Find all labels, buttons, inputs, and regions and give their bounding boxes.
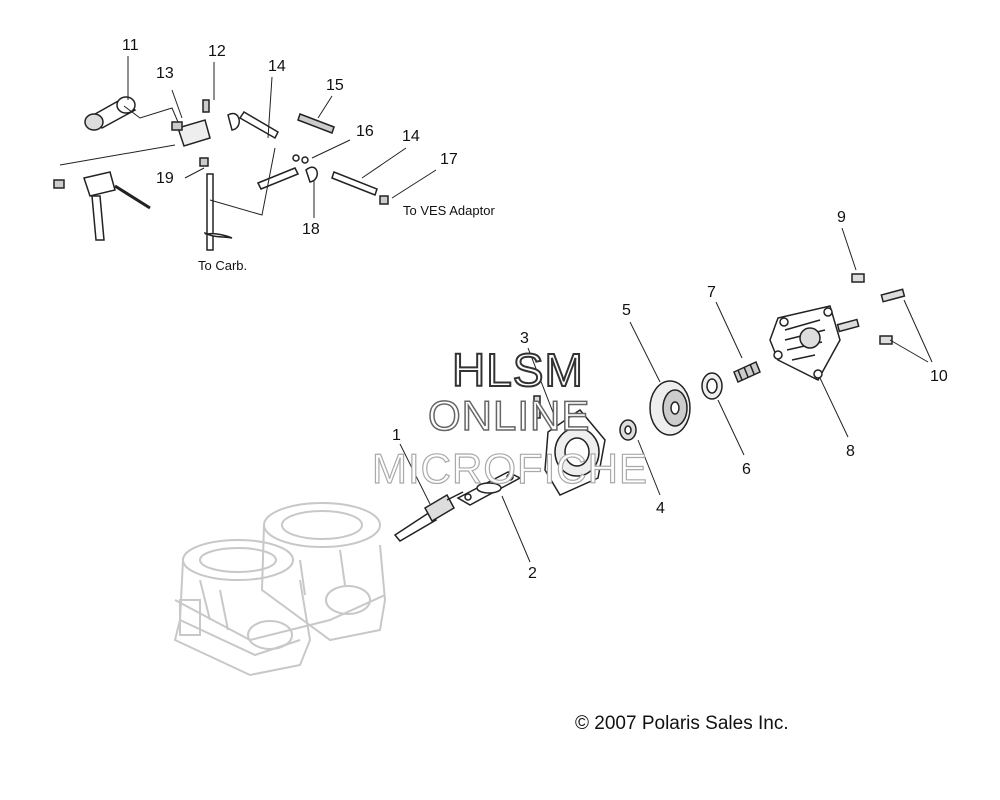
- spring-cup: [701, 372, 723, 400]
- valve-stem: [393, 491, 464, 542]
- callout-2: 2: [528, 565, 537, 582]
- callout-19: 19: [156, 170, 174, 187]
- callout-1: 1: [392, 427, 401, 444]
- callout-9: 9: [837, 209, 846, 226]
- callout-17: 17: [440, 151, 458, 168]
- callout-10: 10: [930, 368, 948, 385]
- valve-cover: [769, 305, 841, 381]
- spring: [733, 360, 761, 384]
- watermark-line-3: MICROFICHE: [371, 444, 648, 492]
- watermark-line-1: HLSM: [451, 343, 584, 397]
- callout-4: 4: [656, 500, 665, 517]
- callout-14-left: 14: [268, 58, 286, 75]
- callout-8: 8: [846, 443, 855, 460]
- cylinder-block: [173, 502, 387, 677]
- callout-7: 7: [707, 284, 716, 301]
- watermark-line-2: ONLINE: [427, 391, 591, 440]
- callout-15: 15: [326, 77, 344, 94]
- callout-16: 16: [356, 123, 374, 140]
- callout-6: 6: [742, 461, 751, 478]
- callout-3: 3: [520, 330, 529, 347]
- copyright-notice: © 2007 Polaris Sales Inc.: [575, 713, 789, 734]
- callout-12: 12: [208, 43, 226, 60]
- valve-housing: [533, 395, 606, 496]
- callout-14-right: 14: [402, 128, 420, 145]
- callout-5: 5: [622, 302, 631, 319]
- to-ves-adaptor-note: To VES Adaptor: [403, 203, 495, 218]
- to-carb-note: To Carb.: [198, 258, 248, 273]
- gasket: [456, 471, 522, 506]
- seal: [619, 419, 637, 441]
- hose-lines: [59, 56, 437, 218]
- screws: [836, 273, 906, 345]
- callout-13: 13: [156, 65, 174, 82]
- callout-18: 18: [302, 221, 320, 238]
- callout-11: 11: [122, 37, 139, 54]
- solenoid-assembly: [53, 96, 389, 251]
- diaphragm: [649, 380, 691, 436]
